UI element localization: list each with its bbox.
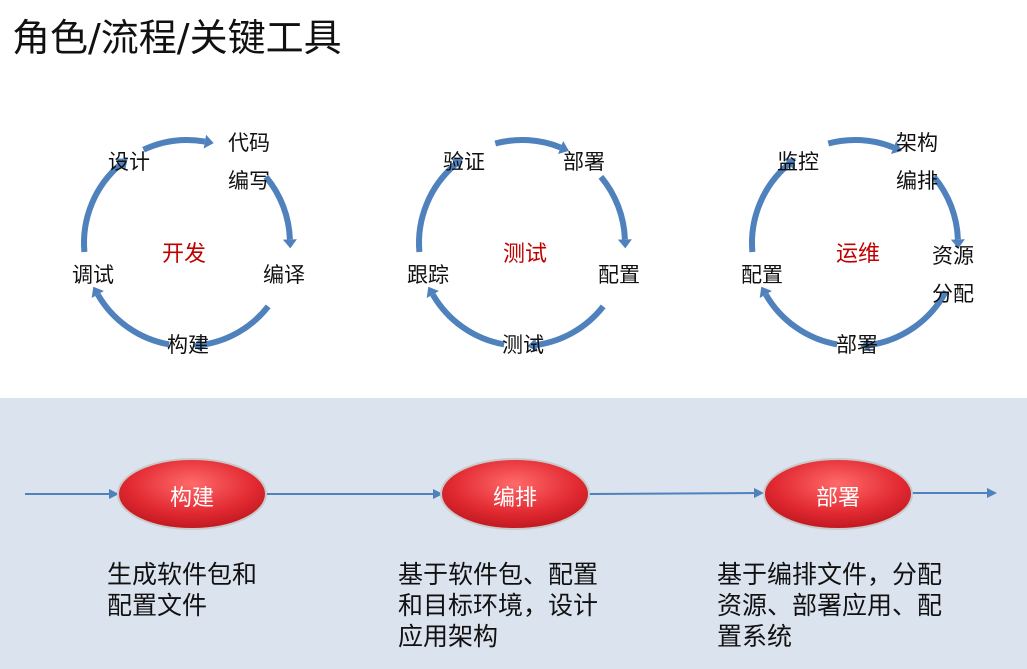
cycle-test-arrowhead-5: [451, 158, 463, 170]
cycle-ops-arrow-4: [763, 292, 838, 348]
cycle-test-label-deploy: 部署: [563, 150, 605, 174]
cycle-dev-label-compile: 编译: [263, 263, 305, 287]
pipeline-desc-deploy-line-2: 资源、部署应用、配: [717, 591, 943, 620]
pipeline-desc-build-line-2: 配置文件: [107, 591, 208, 620]
pipeline-desc-orchestrate: 基于软件包、配置 和目标环境，设计 应用架构: [398, 559, 598, 652]
cycle-dev-center: 开发: [162, 242, 207, 267]
cycle-arrows-svg: [81, 134, 965, 352]
cycle-dev-arrowhead-1: [203, 134, 214, 149]
cycle-dev-label-debug: 调试: [72, 263, 114, 287]
pipeline-arrow-2: [588, 488, 764, 499]
cycle-ops-arrowhead-4: [759, 286, 772, 298]
pipeline-desc-build: 生成软件包和 配置文件: [107, 559, 257, 621]
cycle-ops-arrow-1: [827, 137, 895, 151]
cycle-dev-arrowhead-4: [91, 286, 104, 298]
pipeline-node-build: [117, 458, 267, 530]
pipeline-desc-orchestrate-line-3: 应用架构: [398, 622, 499, 651]
cycle-ops-arrowhead-5: [784, 158, 796, 170]
cycle-ops-arrowhead-1: [891, 141, 902, 154]
cycle-ops-arrowhead-3: [860, 338, 871, 352]
cycle-ops-label-monitor: 监控: [777, 150, 819, 174]
pipeline-desc-orchestrate-line-1: 基于软件包、配置: [398, 560, 599, 589]
cycle-dev-label-build: 构建: [167, 333, 209, 357]
cycle-dev-arrow-2: [263, 174, 293, 240]
cycle-ops-label-resource: 资源: [932, 244, 974, 268]
cycle-ops-label-config: 配置: [741, 263, 783, 287]
cycle-test-arrow-3: [535, 304, 606, 348]
pipeline-svg: [25, 458, 997, 530]
page-title: 角色/流程/关键工具: [12, 16, 342, 60]
cycle-dev-arrow-4: [95, 292, 170, 348]
cycle-dev-arrow-3: [200, 304, 271, 348]
cycle-test-arrowhead-1: [558, 141, 569, 154]
cycle-test-arrow-5: [416, 161, 458, 253]
cycle-dev-arrowhead-2: [282, 239, 297, 249]
cycle-test-arrow-4: [430, 292, 505, 348]
cycle-dev-label-code: 代码: [228, 131, 270, 155]
cycle-dev-arrowhead-3: [192, 338, 203, 352]
cycle-test-arrow-1: [494, 137, 562, 151]
cycle-ops-center: 运维: [836, 242, 881, 267]
pipeline-node-deploy: [763, 458, 913, 530]
pipeline-desc-deploy-line-1: 基于编排文件，分配: [717, 560, 943, 589]
cycle-test-arrowhead-3: [527, 338, 538, 352]
cycle-test-arrowhead-2: [617, 239, 632, 249]
cycle-dev-arrow-1: [142, 137, 206, 153]
cycle-dev-label-write: 编写: [228, 169, 270, 193]
pipeline-node-deploy-label: 部署: [815, 486, 860, 511]
cycle-dev-arrowhead-5: [116, 158, 128, 170]
cycle-dev-label-design: 设计: [108, 150, 150, 174]
cycle-test-label-config: 配置: [598, 263, 640, 287]
cycle-test-label-test: 测试: [502, 333, 544, 357]
cycle-ops-arrowhead-2: [950, 239, 965, 249]
cycle-ops-label-arch: 架构: [896, 131, 938, 155]
pipeline-node-orchestrate-label: 编排: [492, 486, 537, 511]
cycle-test-label-verify: 验证: [443, 150, 485, 174]
cycle-test-label-trace: 跟踪: [407, 263, 449, 287]
pipeline-desc-deploy-line-3: 置系统: [717, 622, 793, 651]
cycle-ops-arrow-3: [868, 289, 949, 348]
cycle-test-arrow-2: [598, 174, 628, 240]
cycle-ops-label-allocate: 分配: [932, 282, 974, 306]
cycle-dev-arrow-5: [81, 161, 123, 253]
cycle-ops-label-deploy: 部署: [836, 333, 878, 357]
pipeline-desc-deploy: 基于编排文件，分配 资源、部署应用、配 置系统: [717, 559, 942, 652]
cycle-ops-label-orchestrate: 编排: [896, 169, 938, 193]
cycle-test-center: 测试: [503, 242, 548, 267]
pipeline-desc-orchestrate-line-2: 和目标环境，设计: [398, 591, 599, 620]
cycle-ops-arrow-2: [931, 174, 961, 240]
pipeline-desc-build-line-1: 生成软件包和: [107, 560, 258, 589]
pipeline-band: [0, 398, 1027, 669]
cycle-test-arrowhead-4: [426, 286, 439, 298]
cycle-ops-arrow-5: [749, 161, 791, 253]
pipeline-node-build-label: 构建: [169, 486, 214, 511]
pipeline-node-orchestrate: [440, 458, 590, 530]
